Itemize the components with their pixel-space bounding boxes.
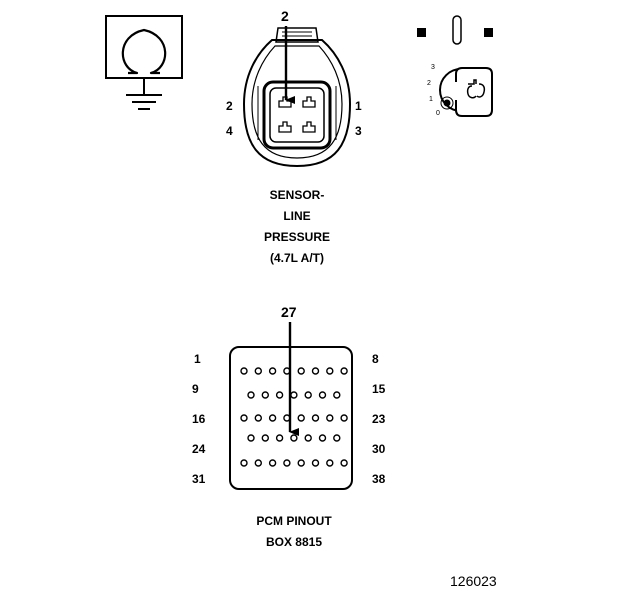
pin-hole: [268, 414, 277, 422]
pin-hole: [318, 434, 327, 442]
sensor-pin-label-1: 1: [355, 99, 362, 113]
key-position-label-0: 0: [436, 110, 440, 117]
pcm-row-label-left: 1: [194, 352, 201, 366]
pin-hole: [318, 391, 327, 399]
sensor-caption-line: PRESSURE: [263, 230, 331, 244]
pcm-caption: PCM PINOUT BOX 8815: [224, 511, 364, 553]
pin-hole: [261, 391, 269, 399]
pin-hole: [275, 434, 284, 442]
pin-hole: [275, 391, 284, 399]
key-position-label-3: 3: [431, 64, 435, 71]
sensor-pointer-label: 2: [281, 8, 289, 24]
pcm-row-label-right: 30: [372, 442, 386, 456]
pin-hole: [326, 414, 334, 422]
pcm-row-label-right: 23: [372, 412, 386, 426]
ohmmeter-icon: [105, 15, 183, 79]
pcm-pointer-label: 27: [281, 304, 297, 320]
key-position-label-1: 1: [429, 96, 433, 103]
pin-hole: [304, 434, 312, 442]
sensor-caption-line: (4.7L A/T): [269, 251, 324, 265]
sensor-caption-line: SENSOR-: [269, 188, 325, 202]
pcm-caption-line: BOX 8815: [265, 535, 323, 549]
pin-hole: [340, 414, 348, 422]
figure-number: 126023: [450, 573, 497, 589]
pin-hole: [240, 367, 248, 375]
pin-hole: [297, 367, 305, 375]
ignition-key-icon: [417, 15, 493, 117]
pcm-row-label-right: 15: [372, 382, 386, 396]
ground-symbol-icon: [126, 78, 162, 110]
pcm-row-label-left: 16: [192, 412, 206, 426]
pin-hole: [311, 367, 320, 375]
pin-hole: [283, 459, 291, 467]
key-position-label-2: 2: [427, 80, 431, 87]
pin-hole: [333, 434, 341, 442]
pin-hole: [247, 391, 255, 399]
pin-hole: [311, 459, 320, 467]
pin-hole: [254, 414, 262, 422]
pin-hole: [340, 367, 348, 375]
pin-hole: [297, 414, 305, 422]
pcm-row-label-left: 24: [192, 442, 206, 456]
pin-hole: [297, 459, 305, 467]
pin-hole: [290, 434, 298, 442]
pin-hole: [240, 459, 248, 467]
pin-hole: [254, 459, 262, 467]
pcm-row-label-left: 31: [192, 472, 206, 486]
pin-hole: [261, 434, 269, 442]
pin-hole: [254, 367, 262, 375]
pin-hole: [268, 367, 277, 375]
connector-terminal-icon: [278, 96, 316, 133]
pin-hole: [290, 391, 298, 399]
pcm-row-label-left: 9: [192, 382, 199, 396]
pin-hole: [240, 414, 248, 422]
sensor-pin-label-2: 2: [226, 99, 233, 113]
sensor-caption: SENSOR- LINE PRESSURE (4.7L A/T): [227, 185, 367, 269]
pin-hole: [333, 391, 341, 399]
pin-hole: [326, 367, 334, 375]
pin-hole: [304, 391, 312, 399]
pcm-connector: [229, 322, 353, 490]
pin-hole: [326, 459, 334, 467]
pin-hole: [268, 459, 277, 467]
pcm-row-label-right: 8: [372, 352, 379, 366]
pin-hole: [340, 459, 348, 467]
pin-holes: [240, 367, 348, 467]
sensor-caption-line: LINE: [283, 209, 311, 223]
sensor-pin-label-3: 3: [355, 124, 362, 138]
sensor-connector: [242, 26, 352, 168]
pcm-row-label-right: 38: [372, 472, 386, 486]
pin-hole: [311, 414, 320, 422]
pin-hole: [247, 434, 255, 442]
pcm-caption-line: PCM PINOUT: [256, 514, 332, 528]
sensor-pin-label-4: 4: [226, 124, 233, 138]
